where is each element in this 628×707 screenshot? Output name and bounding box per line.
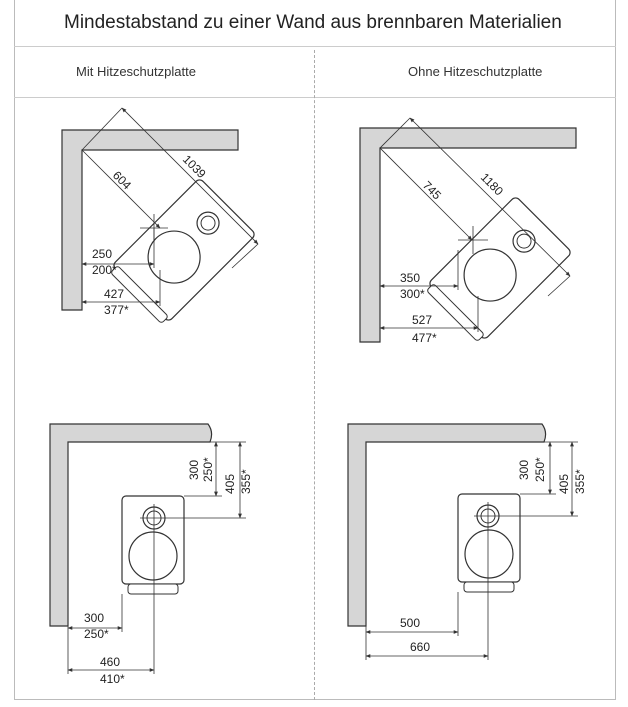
stove	[121, 495, 185, 595]
dim-side-b-alt: 377*	[104, 303, 129, 317]
dim-diag-short: 604	[110, 168, 134, 192]
dim-side-b-alt: 410*	[100, 672, 125, 686]
ext-line	[547, 275, 571, 297]
dim-top-a: 300	[517, 460, 531, 480]
dim-top-a: 300	[187, 460, 201, 480]
page-title: Mindestabstand zu einer Wand aus brennba…	[64, 12, 562, 33]
ext-line	[379, 117, 411, 149]
dim-side-a-alt: 200*	[92, 263, 117, 277]
dim-top-a-alt: 250*	[533, 457, 547, 482]
dim-line-diag-long	[121, 107, 259, 245]
stove	[457, 493, 521, 593]
title-divider	[14, 46, 616, 47]
wall-corner	[49, 423, 213, 627]
dim-top-b: 405	[557, 474, 571, 494]
dim-diag-long: 1180	[478, 170, 506, 198]
column-header-left: Mit Hitzeschutzplatte	[76, 64, 196, 79]
diagram-bottom-left: 300 250* 405 355* 300 250* 460 410*	[49, 423, 253, 686]
diagram-top-right: 1180 745 350 300* 527 477*	[359, 117, 577, 345]
dim-side-b: 460	[100, 655, 120, 669]
dim-line-diag-long	[409, 117, 571, 277]
diagram-bottom-right: 300 250* 405 355* 500 660	[347, 423, 587, 660]
dim-diag-short: 745	[420, 178, 444, 202]
dim-side-a: 250	[92, 247, 112, 261]
page-frame	[14, 0, 616, 700]
dim-diag-long: 1039	[180, 152, 209, 181]
dim-top-b-alt: 355*	[573, 469, 587, 494]
dim-side-a: 500	[400, 616, 420, 630]
dim-top-b-alt: 355*	[239, 469, 253, 494]
dim-side-a: 300	[84, 611, 104, 625]
dim-side-b: 427	[104, 287, 124, 301]
dim-top-a-alt: 250*	[201, 457, 215, 482]
dim-top-b: 405	[223, 474, 237, 494]
dim-side-a-alt: 300*	[400, 287, 425, 301]
dim-side-a: 350	[400, 271, 420, 285]
diagram-top-left: 1039 604 250 200* 427 377*	[61, 107, 259, 323]
dim-side-b: 660	[410, 640, 430, 654]
dim-side-b-alt: 477*	[412, 331, 437, 345]
column-divider	[314, 50, 315, 700]
header-divider	[14, 97, 616, 98]
ext-line	[231, 243, 259, 269]
ext-line	[81, 107, 123, 151]
dim-side-a-alt: 250*	[84, 627, 109, 641]
stove-diagonal	[111, 179, 255, 323]
stove-diagonal	[427, 197, 571, 341]
column-header-right: Ohne Hitzeschutzplatte	[408, 64, 543, 79]
dim-side-b: 527	[412, 313, 432, 327]
wall-corner	[347, 423, 547, 627]
